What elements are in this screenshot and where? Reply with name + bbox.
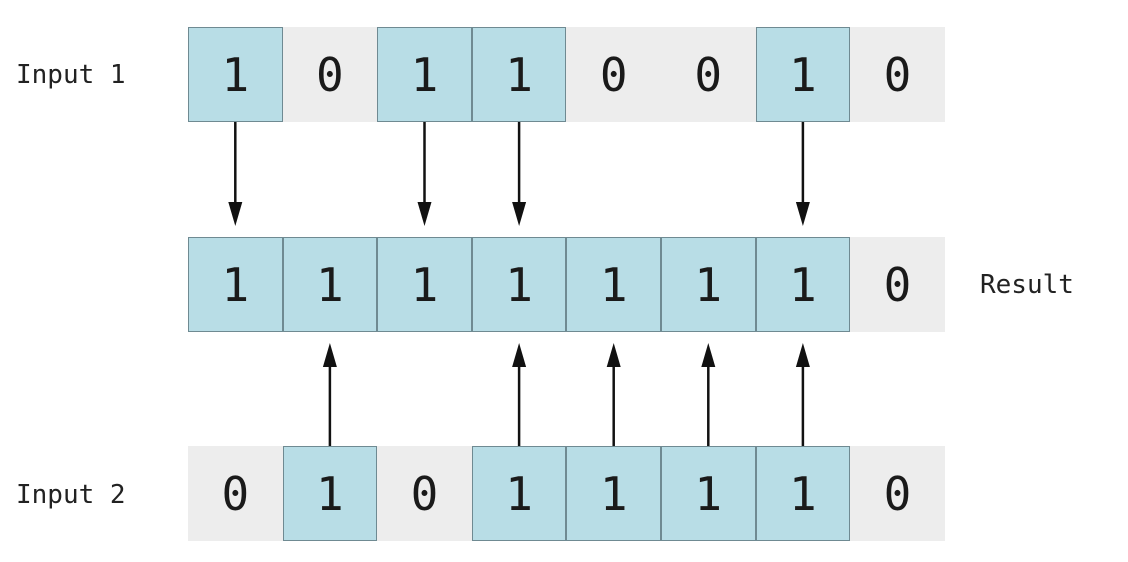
input2-bit-cell: 0 bbox=[377, 446, 472, 541]
result-bit-cell: 1 bbox=[660, 237, 756, 332]
input2-bit-cell: 1 bbox=[566, 446, 661, 541]
input2-bit-cell: 0 bbox=[188, 446, 283, 541]
input1-bit-cell: 0 bbox=[282, 27, 378, 122]
input2-to-result-arrow bbox=[701, 343, 716, 446]
result-bit-cell: 1 bbox=[377, 237, 472, 332]
input1-bit-cell: 0 bbox=[566, 27, 661, 122]
result-bit-cell: 1 bbox=[755, 237, 851, 332]
input2-bit-cell: 1 bbox=[282, 446, 378, 541]
input2-to-result-arrow bbox=[795, 343, 810, 446]
result-bit-cell: 1 bbox=[282, 237, 378, 332]
input2-bit-cell: 1 bbox=[755, 446, 851, 541]
input1-to-result-arrow bbox=[512, 122, 527, 226]
input1-bit-cell: 0 bbox=[660, 27, 756, 122]
result-bit-cell: 1 bbox=[188, 237, 283, 332]
result-bit-cell: 0 bbox=[850, 237, 945, 332]
input1-to-result-arrow bbox=[417, 122, 432, 226]
input2-bit-cell: 1 bbox=[471, 446, 567, 541]
input1-bit-cell: 1 bbox=[755, 27, 851, 122]
result-bit-cell: 1 bbox=[471, 237, 567, 332]
input1-bit-cell: 1 bbox=[188, 27, 283, 122]
input2-to-result-arrow bbox=[606, 343, 621, 446]
input1-label: Input 1 bbox=[16, 60, 126, 90]
input1-to-result-arrow bbox=[795, 122, 810, 226]
input1-bit-cell: 1 bbox=[471, 27, 567, 122]
input2-bit-cell: 0 bbox=[850, 446, 945, 541]
input2-label: Input 2 bbox=[16, 480, 126, 510]
result-label: Result bbox=[980, 270, 1074, 300]
input2-to-result-arrow bbox=[512, 343, 527, 446]
input2-bit-cell: 1 bbox=[660, 446, 756, 541]
input1-bit-cell: 0 bbox=[850, 27, 945, 122]
input1-to-result-arrow bbox=[228, 122, 243, 226]
input2-to-result-arrow bbox=[322, 343, 337, 446]
input1-bit-cell: 1 bbox=[377, 27, 472, 122]
result-bit-cell: 1 bbox=[566, 237, 661, 332]
